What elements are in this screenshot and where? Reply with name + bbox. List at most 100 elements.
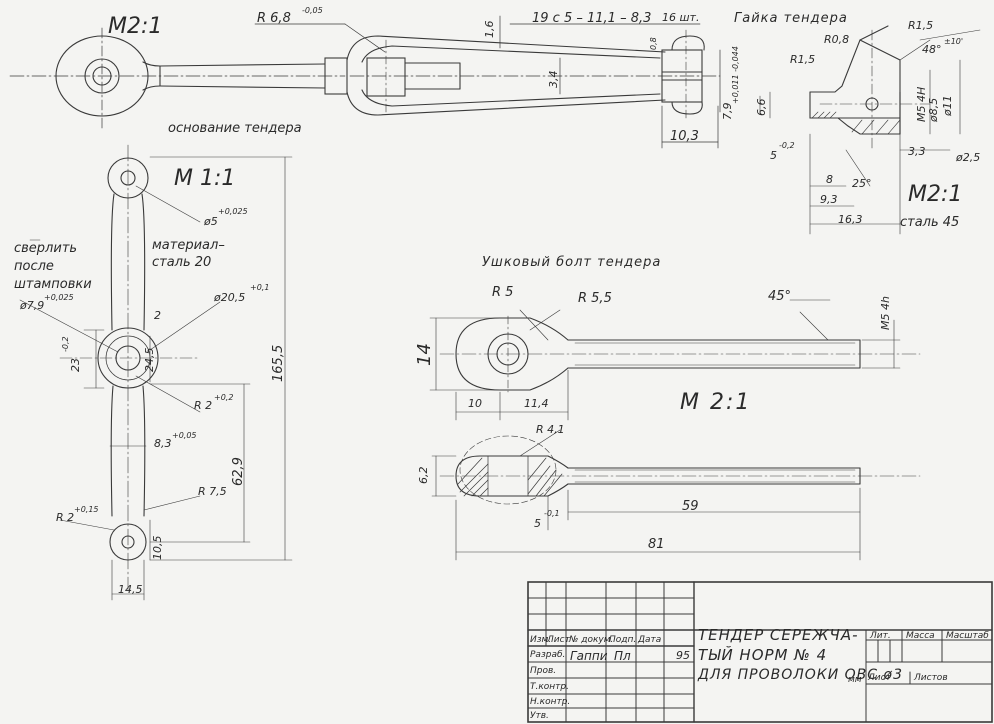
eyebolt-dim-14: 14 bbox=[414, 343, 435, 366]
nut-dim-8: 8 bbox=[826, 173, 833, 186]
top-nut-block bbox=[661, 29, 705, 121]
nut-dim-5: 5 bbox=[770, 149, 777, 162]
tb-header-doc: № докум. bbox=[569, 635, 614, 645]
wire-count: 16 шт. bbox=[662, 11, 700, 24]
tb-lit: Лит. bbox=[870, 631, 891, 641]
base-scale: M 1:1 bbox=[174, 166, 236, 191]
tb-scale: Масштаб bbox=[946, 631, 989, 641]
nut-r15: R1,5 bbox=[790, 53, 816, 66]
base-dim-165-5: 165,5 bbox=[271, 344, 286, 382]
base-dim-23-tolerance: -0,2 bbox=[61, 336, 70, 352]
dim-7-9: 7,9 bbox=[721, 102, 734, 121]
nut-drawing bbox=[759, 25, 981, 235]
eyebolt-r41: R 4,1 bbox=[536, 423, 565, 436]
tb-row-developer: Разраб. bbox=[530, 650, 566, 660]
nut-r15b: R1,5 bbox=[908, 19, 934, 32]
eyebolt-r55: R 5,5 bbox=[578, 291, 612, 306]
dim-10-3: 10,3 bbox=[670, 129, 699, 144]
dim-1-6: 1,6 bbox=[483, 20, 496, 39]
nut-dim-3-3: 3,3 bbox=[908, 145, 926, 158]
dim-0-8: 0,8 bbox=[649, 37, 658, 50]
base-r2b-tolerance: +0,15 bbox=[74, 505, 99, 514]
base-material: материал– сталь 20 bbox=[152, 238, 225, 270]
top-radius-tolerance: -0,05 bbox=[302, 6, 323, 15]
tb-row-tcontrol: Т.контр. bbox=[530, 682, 570, 692]
tb-sheet: Лист bbox=[868, 673, 891, 683]
base-d5-tolerance: +0,025 bbox=[218, 207, 248, 216]
base-d205-tolerance: +0,1 bbox=[250, 283, 270, 292]
eyebolt-dim-81: 81 bbox=[648, 537, 665, 552]
base-drawing bbox=[19, 144, 293, 601]
nut-thread: M5 4H bbox=[915, 86, 928, 122]
tb-year: 95 bbox=[676, 649, 690, 662]
nut-title: Гайка тендера bbox=[734, 11, 848, 26]
base-d5: ø5 bbox=[204, 215, 218, 228]
eyebolt-top-view bbox=[429, 299, 921, 421]
eyebolt-thread: M5 4h bbox=[879, 296, 892, 330]
eyebolt-scale: M 2:1 bbox=[680, 390, 752, 415]
base-r2: R 2 bbox=[194, 399, 213, 412]
eyebolt-side-view bbox=[431, 429, 921, 561]
tb-mass: Масса bbox=[906, 631, 935, 641]
drawing-title-line3: ДЛЯ ПРОВОЛОКИ ОВС ø3 bbox=[698, 667, 903, 683]
top-dimensions bbox=[254, 15, 721, 149]
eyebolt-dim-6-2: 6,2 bbox=[417, 466, 430, 485]
nut-r08: R0,8 bbox=[824, 33, 850, 46]
base-dim-10-5: 10,5 bbox=[151, 535, 164, 561]
nut-scale: M2:1 bbox=[908, 182, 963, 207]
tb-sheets: Листов bbox=[914, 673, 948, 683]
nut-angle: 48° bbox=[922, 43, 942, 56]
base-d79: ø7,9 bbox=[20, 299, 45, 312]
eyebolt-dim-5: 5 bbox=[534, 517, 541, 530]
tb-header-list: Лист bbox=[547, 635, 570, 645]
nut-d85: ø8,5 bbox=[927, 97, 940, 122]
tb-header-sign: Подп. bbox=[609, 635, 637, 645]
title-block-lines bbox=[527, 581, 993, 723]
base-dim-14-5: 14,5 bbox=[118, 583, 143, 596]
nut-angle-tolerance: ±10' bbox=[944, 37, 964, 46]
tb-signature: Пл bbox=[614, 649, 631, 663]
nut-dim-6-6: 6,6 bbox=[755, 98, 768, 117]
top-scale-label: M2:1 bbox=[108, 14, 163, 39]
eyebolt-title: Ушковый болт тендера bbox=[482, 255, 662, 270]
dim-7-9-tolerance: +0,011 -0,044 bbox=[731, 46, 740, 104]
tb-header-izm: Изм. bbox=[530, 635, 552, 645]
base-dim-2: 2 bbox=[154, 309, 161, 322]
nut-d25: ø2,5 bbox=[956, 151, 981, 164]
tb-developer-name: Гаппи bbox=[570, 649, 608, 663]
drawing-title-line1: ТЕНДЕР СЕРЕЖЧА- bbox=[698, 626, 859, 644]
base-r2-tolerance: +0,2 bbox=[214, 393, 234, 402]
top-eye-part bbox=[9, 27, 348, 129]
base-dim-23: 23 bbox=[69, 358, 82, 372]
wire-note: 19 с 5 – 11,1 – 8,3 bbox=[532, 11, 652, 26]
eyebolt-angle: 45° bbox=[768, 289, 792, 304]
tb-row-approved: Утв. bbox=[530, 711, 549, 721]
base-drill-note: сверлить после штамповки bbox=[14, 241, 92, 293]
tb-row-ncontrol: Н.контр. bbox=[530, 697, 571, 707]
top-radius-label: R 6,8 bbox=[257, 11, 291, 26]
nut-dim-9-3: 9,3 bbox=[820, 193, 838, 206]
nut-dim-16-3: 16,3 bbox=[838, 213, 863, 226]
nut-dim-5-tolerance: -0,2 bbox=[779, 141, 795, 150]
base-dim-62-9: 62,9 bbox=[231, 457, 246, 486]
base-d79-tolerance: +0,025 bbox=[44, 293, 74, 302]
drawing-title-unit: мм bbox=[848, 675, 862, 685]
base-title: основание тендера bbox=[168, 121, 302, 136]
base-dim-8-3: 8,3 bbox=[154, 437, 172, 450]
drawing-title-line2: ТЫЙ НОРМ № 4 bbox=[698, 646, 828, 664]
tb-header-date: Дата bbox=[638, 635, 662, 645]
nut-angle-25: 25° bbox=[852, 177, 872, 190]
eyebolt-dim-10: 10 bbox=[468, 397, 482, 410]
base-r75: R 7,5 bbox=[198, 485, 227, 498]
dim-3-4: 3,4 bbox=[547, 70, 560, 89]
eyebolt-dim-11-4: 11,4 bbox=[524, 397, 549, 410]
eyebolt-dim-5-tolerance: -0,1 bbox=[544, 509, 560, 518]
base-dim-24-5: 24,5 bbox=[143, 347, 156, 373]
base-d205: ø20,5 bbox=[214, 291, 246, 304]
base-dim-8-3-tolerance: +0,05 bbox=[172, 431, 197, 440]
tb-row-checked: Пров. bbox=[530, 666, 557, 676]
eyebolt-dim-59: 59 bbox=[682, 499, 699, 514]
nut-material: сталь 45 bbox=[900, 215, 960, 230]
